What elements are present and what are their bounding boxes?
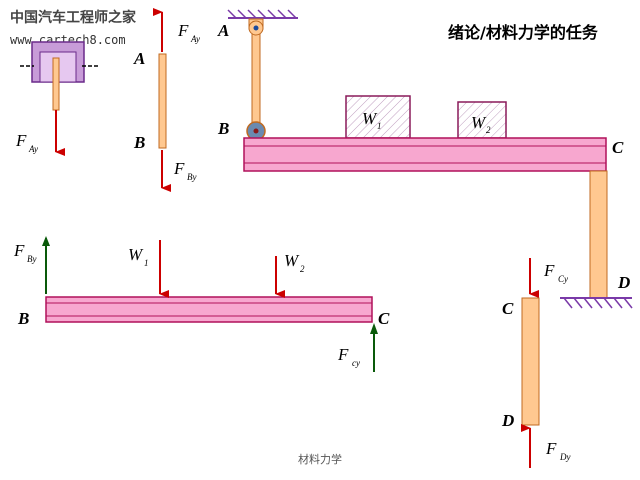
beam-bc-freebody [45, 296, 373, 323]
label-b-beam: B [17, 309, 29, 328]
label-fby-beam: F By [13, 241, 37, 264]
svg-text:By: By [187, 172, 197, 182]
label-w2-beam: W 2 [284, 251, 305, 274]
label-c-column: C [502, 299, 514, 318]
load-w1: W 1 [345, 95, 411, 139]
label-a-rod: A [133, 49, 145, 68]
ground-support-a [227, 9, 298, 19]
label-b-rod: B [133, 133, 145, 152]
svg-text:By: By [27, 254, 37, 264]
svg-text:F: F [543, 261, 555, 280]
column-cd-freebody [521, 297, 540, 426]
label-fcy-column: F Cy [543, 261, 568, 284]
svg-text:F: F [15, 131, 27, 150]
svg-text:F: F [13, 241, 25, 260]
footer-text: 材料力学 [298, 452, 342, 466]
label-c-main: C [612, 138, 624, 157]
label-b-main: B [217, 119, 229, 138]
rod-ab [251, 29, 261, 133]
label-fby-rod: F By [173, 159, 197, 182]
svg-text:1: 1 [144, 258, 149, 268]
label-a-main: A [217, 21, 229, 40]
label-fay-device: F Ay [15, 131, 38, 154]
label-fcy-beam: F cy [337, 345, 360, 368]
svg-text:F: F [337, 345, 349, 364]
force-arrow-fcy-beam-head [370, 323, 378, 334]
ground-support-d [560, 297, 633, 309]
watermark-line1: 中国汽车工程师之家 [10, 9, 137, 26]
svg-text:2: 2 [300, 264, 305, 274]
column-cd [589, 170, 608, 299]
svg-text:W: W [471, 113, 487, 132]
svg-text:F: F [177, 21, 189, 40]
pin-support-device [20, 41, 100, 111]
label-fay-rod: F Ay [177, 21, 200, 44]
svg-text:W: W [284, 251, 300, 270]
load-w2: W 2 [457, 101, 507, 139]
label-w1-beam: W 1 [128, 245, 149, 268]
svg-text:F: F [173, 159, 185, 178]
svg-text:W: W [128, 245, 144, 264]
svg-text:Cy: Cy [558, 274, 568, 284]
label-fdy-column: F Dy [545, 439, 571, 462]
svg-text:1: 1 [377, 121, 382, 131]
page-title: 绪论/材料力学的任务 [448, 23, 599, 42]
beam-bc-main [243, 137, 607, 172]
label-c-beam: C [378, 309, 390, 328]
label-d-main: D [617, 273, 630, 292]
svg-text:Ay: Ay [190, 34, 200, 44]
svg-text:cy: cy [352, 358, 360, 368]
force-arrow-fby-beam-head [42, 236, 50, 246]
label-d-column: D [501, 411, 514, 430]
svg-text:Dy: Dy [559, 452, 571, 462]
rod-ab-freebody [158, 53, 167, 149]
joint-a [248, 18, 264, 36]
svg-text:F: F [545, 439, 557, 458]
svg-text:W: W [362, 109, 378, 128]
svg-text:2: 2 [486, 125, 491, 135]
svg-text:Ay: Ay [28, 144, 38, 154]
